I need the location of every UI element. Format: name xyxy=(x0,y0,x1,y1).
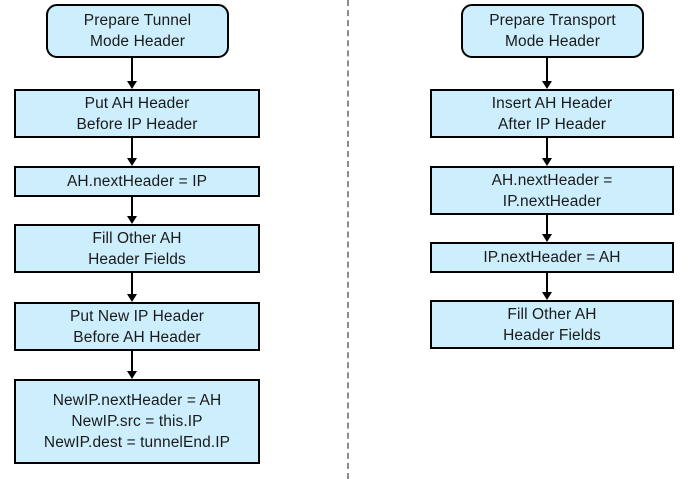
edge-line xyxy=(546,273,548,292)
node-transport-fill-other-ah: Fill Other AH Header Fields xyxy=(430,300,674,349)
edge-tunnel-start-to-put-ah-header xyxy=(125,58,139,89)
node-tunnel-put-new-ip-header: Put New IP Header Before AH Header xyxy=(14,302,260,351)
edge-line xyxy=(131,58,133,81)
edge-line xyxy=(546,58,548,81)
node-label: Put AH Header Before IP Header xyxy=(76,94,198,133)
edge-tunnel-fill-other-ah-to-put-new-ip-header xyxy=(125,273,139,302)
arrowhead-icon xyxy=(127,371,137,379)
edge-transport-ip-nextheader-to-fill-other-ah xyxy=(540,273,554,300)
node-tunnel-start: Prepare Tunnel Mode Header xyxy=(46,4,229,58)
node-transport-ah-nextheader: AH.nextHeader = IP.nextHeader xyxy=(430,166,674,215)
arrowhead-icon xyxy=(127,294,137,302)
node-label: Prepare Transport Mode Header xyxy=(489,12,616,50)
node-tunnel-put-ah-header: Put AH Header Before IP Header xyxy=(14,89,260,138)
edge-line xyxy=(546,215,548,234)
node-label: Prepare Tunnel Mode Header xyxy=(83,12,192,50)
arrowhead-icon xyxy=(127,158,137,166)
edge-tunnel-put-new-ip-header-to-newip-fields xyxy=(125,351,139,379)
node-label: NewIP.nextHeader = AH NewIP.src = this.I… xyxy=(43,392,231,451)
arrowhead-icon xyxy=(542,81,552,89)
node-label: Put New IP Header Before AH Header xyxy=(69,307,205,346)
node-tunnel-newip-fields: NewIP.nextHeader = AH NewIP.src = this.I… xyxy=(14,379,260,464)
node-label: Insert AH Header After IP Header xyxy=(491,94,613,133)
arrowhead-icon xyxy=(542,292,552,300)
arrowhead-icon xyxy=(127,81,137,89)
edge-line xyxy=(131,197,133,216)
node-label: Fill Other AH Header Fields xyxy=(88,229,186,268)
node-transport-ip-nextheader: IP.nextHeader = AH xyxy=(430,242,674,273)
edge-line xyxy=(546,138,548,158)
column-divider xyxy=(347,0,349,479)
node-label: Fill Other AH Header Fields xyxy=(503,305,601,344)
node-label: AH.nextHeader = IP.nextHeader xyxy=(491,171,613,210)
edge-line xyxy=(131,273,133,294)
arrowhead-icon xyxy=(542,158,552,166)
node-transport-start: Prepare Transport Mode Header xyxy=(461,4,644,58)
edge-transport-ah-nextheader-to-ip-nextheader xyxy=(540,215,554,242)
edge-tunnel-ah-nextheader-to-fill-other-ah xyxy=(125,197,139,224)
edge-transport-insert-ah-header-to-ah-nextheader xyxy=(540,138,554,166)
node-tunnel-fill-other-ah: Fill Other AH Header Fields xyxy=(14,224,260,273)
edge-line xyxy=(131,351,133,371)
edge-line xyxy=(131,138,133,158)
node-label: AH.nextHeader = IP xyxy=(66,173,208,190)
arrowhead-icon xyxy=(127,216,137,224)
node-label: IP.nextHeader = AH xyxy=(483,249,621,266)
node-transport-insert-ah-header: Insert AH Header After IP Header xyxy=(430,89,674,138)
node-tunnel-ah-nextheader: AH.nextHeader = IP xyxy=(14,166,260,197)
arrowhead-icon xyxy=(542,234,552,242)
edge-tunnel-put-ah-header-to-ah-nextheader xyxy=(125,138,139,166)
edge-transport-start-to-insert-ah-header xyxy=(540,58,554,89)
